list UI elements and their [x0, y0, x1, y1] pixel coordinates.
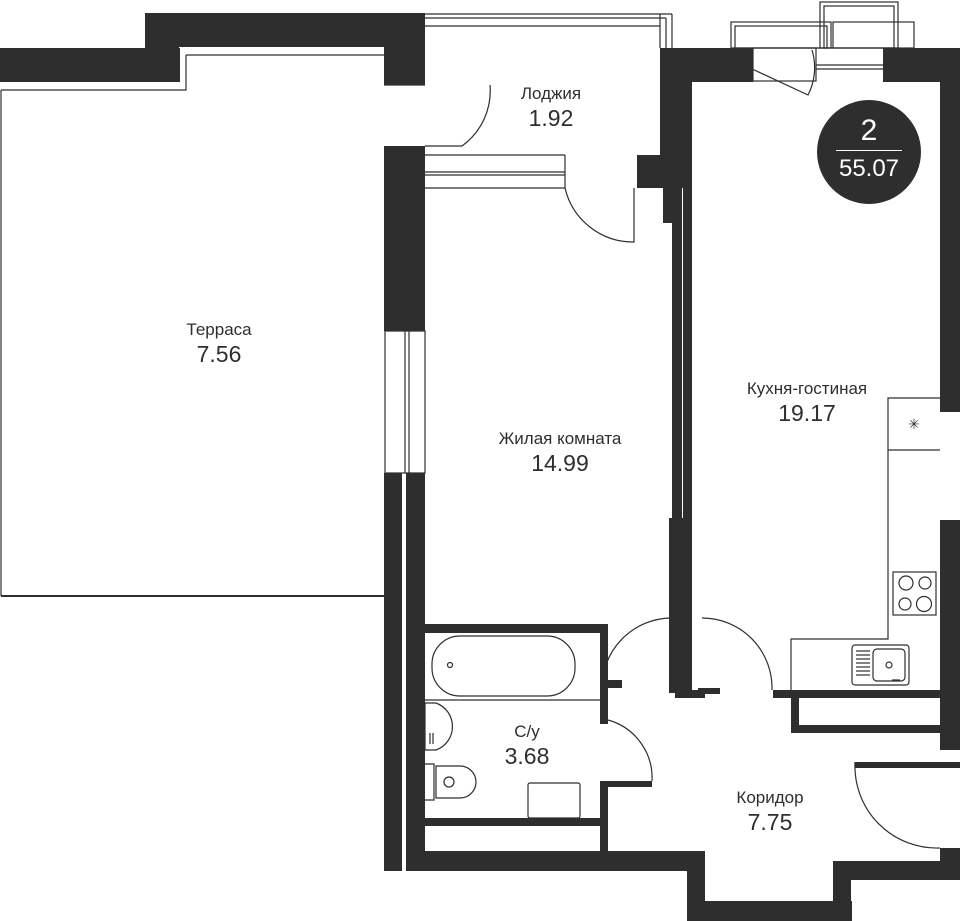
room-area: 19.17 [778, 400, 836, 426]
room-terrace: Терраса 7.56 [186, 320, 251, 368]
room-area: 1.92 [528, 105, 574, 131]
walls [0, 13, 960, 921]
apartment-summary-badge: 2 55.07 [817, 100, 921, 204]
fridge-icon: ✳ [908, 417, 920, 433]
room-area: 7.75 [747, 809, 793, 835]
room-area: 3.68 [504, 743, 550, 769]
room-living: Жилая комната 14.99 [499, 429, 622, 477]
total-area: 55.07 [838, 155, 900, 182]
room-name: Терраса [186, 320, 252, 339]
room-bathroom: С/у 3.68 [505, 722, 550, 770]
room-name: Коридор [736, 788, 804, 807]
room-area: 14.99 [531, 450, 589, 476]
room-loggia: Лоджия 1.92 [521, 84, 581, 132]
room-name: Жилая комната [498, 429, 622, 448]
room-corridor: Коридор 7.75 [736, 788, 803, 836]
room-area: 7.56 [196, 341, 242, 367]
room-count: 2 [860, 114, 878, 147]
badge-divider [836, 150, 902, 151]
room-kitchen-living: Кухня-гостиная 19.17 [747, 379, 867, 427]
room-name: С/у [514, 722, 540, 741]
outlines [0, 1, 941, 849]
room-name: Лоджия [520, 84, 582, 103]
room-name: Кухня-гостиная [746, 379, 868, 398]
